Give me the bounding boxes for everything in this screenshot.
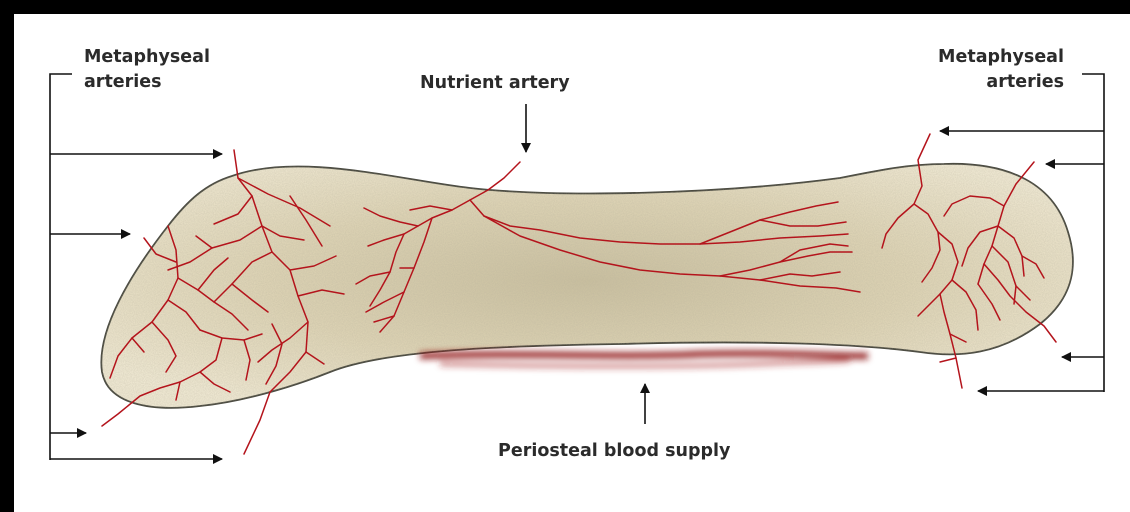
metaphyseal-right-label-line2: arteries [986, 72, 1064, 92]
metaphyseal-right-label-line1: Metaphyseal [938, 47, 1064, 67]
nutrient-artery-label: Nutrient artery [420, 73, 570, 93]
metaphyseal-left-label-line1: Metaphyseal [84, 47, 210, 67]
metaphyseal-left-label-line2: arteries [84, 72, 162, 92]
periosteal-blood-supply-label: Periosteal blood supply [498, 441, 731, 461]
periosteal-blood-band [420, 353, 868, 366]
